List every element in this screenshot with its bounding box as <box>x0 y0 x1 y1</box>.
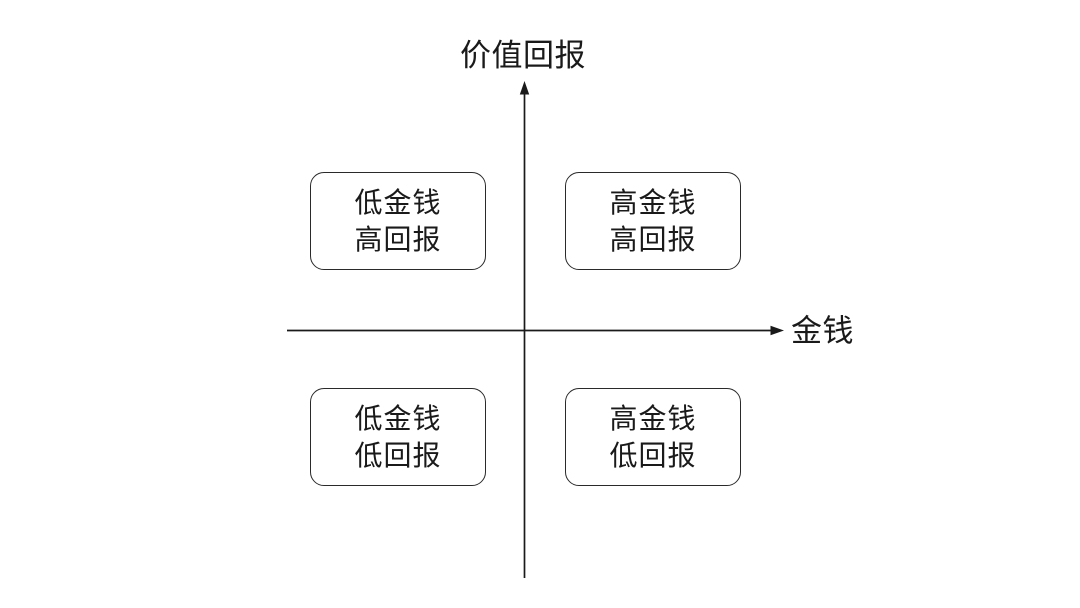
x-axis-label: 金钱 <box>791 313 854 349</box>
quadrant-box-low-money-high-return: 低金钱 高回报 <box>310 172 486 270</box>
quadrant-box-high-money-high-return: 高金钱 高回报 <box>565 172 741 270</box>
quadrant-label-line: 高金钱 <box>609 403 697 434</box>
quadrant-label-line: 高回报 <box>609 224 697 255</box>
quadrant-label-line: 高回报 <box>354 224 442 255</box>
y-axis-label: 价值回报 <box>460 38 586 73</box>
quadrant-label-line: 低回报 <box>354 440 442 471</box>
y-axis-arrow-icon <box>519 81 530 95</box>
quadrant-label-line: 高金钱 <box>609 187 697 218</box>
quadrant-label-line: 低金钱 <box>354 403 442 434</box>
quadrant-label-line: 低回报 <box>609 440 697 471</box>
quadrant-label-line: 低金钱 <box>354 187 442 218</box>
x-axis-arrow-icon <box>770 325 784 336</box>
quadrant-box-low-money-low-return: 低金钱 低回报 <box>310 388 486 486</box>
quadrant-box-high-money-low-return: 高金钱 低回报 <box>565 388 741 486</box>
